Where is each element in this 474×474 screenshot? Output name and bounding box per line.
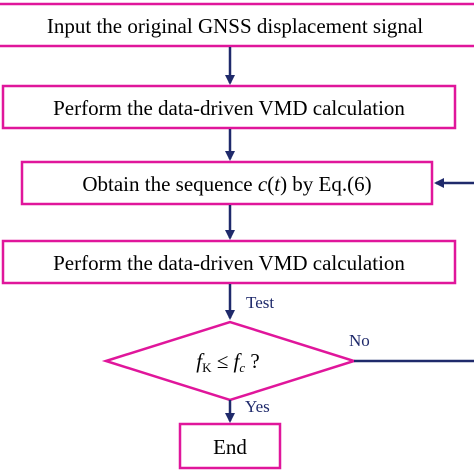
- vmd-calculation-text-1: Perform the data-driven VMD calculation: [53, 96, 405, 120]
- input-signal-box: [0, 2, 474, 48]
- end-box: [178, 422, 282, 470]
- sequence-text: Obtain the sequence c(t) by Eq.(6): [82, 172, 371, 196]
- edge-label-test: Test: [246, 293, 274, 312]
- input-signal-text: Input the original GNSS displacement sig…: [47, 14, 423, 38]
- end-text: End: [213, 435, 247, 459]
- vmd-calculation-box-1: [1, 84, 457, 130]
- sequence-box: [20, 160, 434, 206]
- vmd-calculation-text-2: Perform the data-driven VMD calculation: [53, 251, 405, 275]
- decision-condition-text: fK ≤ fc ?: [196, 349, 259, 375]
- edge-label-no: No: [349, 331, 370, 350]
- vmd-calculation-box-2: [1, 239, 457, 285]
- edge-label-yes: Yes: [245, 397, 270, 416]
